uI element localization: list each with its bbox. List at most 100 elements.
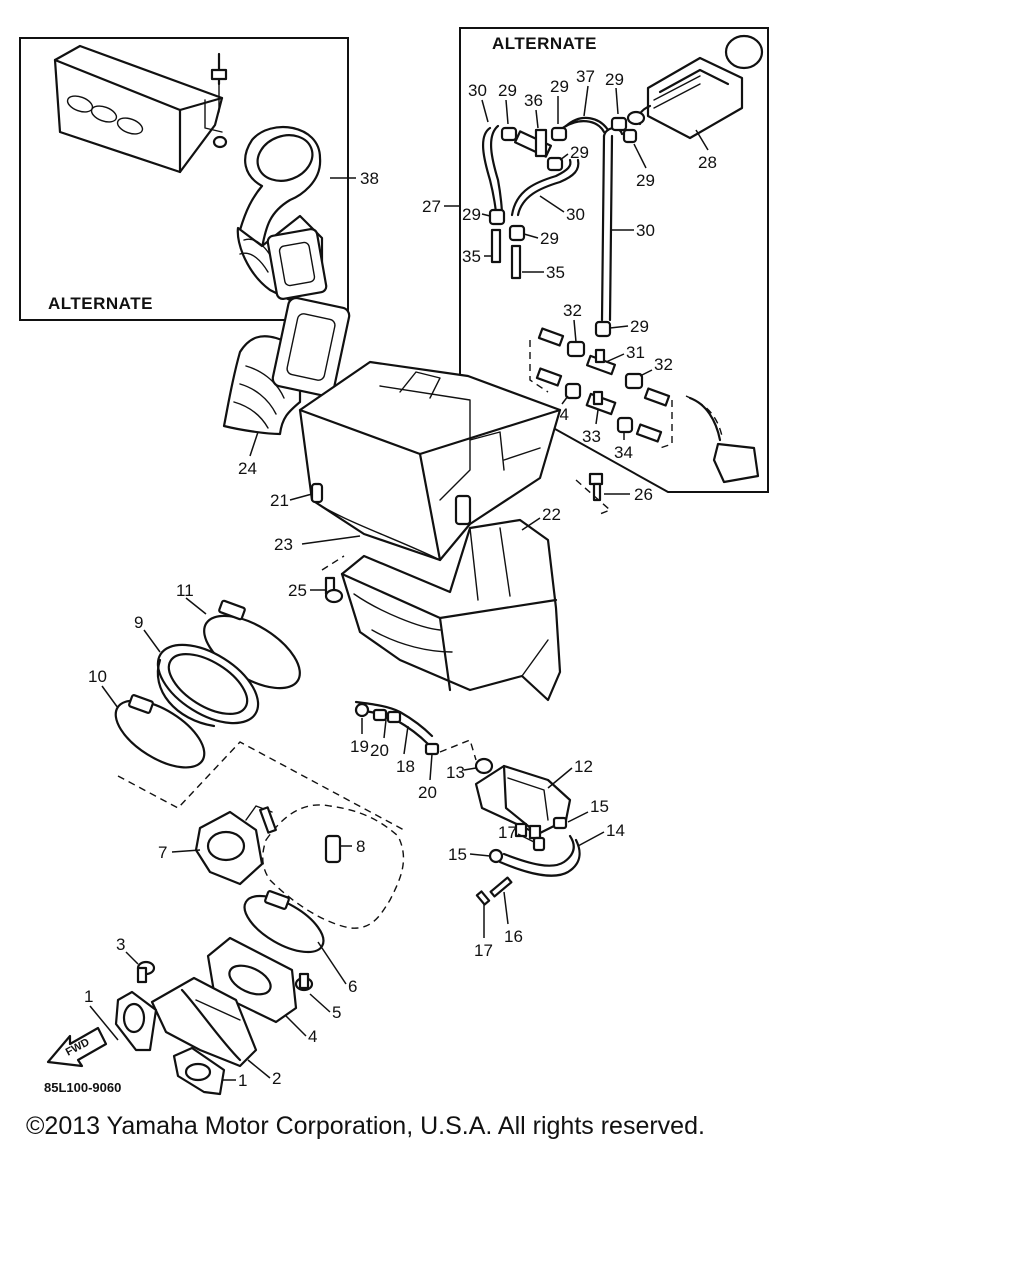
part-label-18: 18 [396,757,415,776]
part-label-24: 24 [238,459,257,478]
intake-joint-group: 11 9 10 [88,581,405,831]
part-label-13: 13 [446,763,465,782]
part-label-30: 30 [468,81,487,100]
breather-hoses [482,116,624,322]
bolt-25-dash [321,555,345,571]
copyright-notice: ©2013 Yamaha Motor Corporation, U.S.A. A… [26,1112,705,1140]
part-label-16: 16 [504,927,523,946]
part-label-19: 19 [350,737,369,756]
part-label-29: 29 [498,81,517,100]
part-label-26: 26 [634,485,653,504]
part-label-6: 6 [348,977,357,996]
part-label-32: 32 [654,355,673,374]
part-label-33: 33 [582,427,601,446]
drawing-code: 85L100-9060 [44,1080,121,1095]
air-box-assembly: 24 21 23 22 25 26 [222,296,653,702]
part-label-25: 25 [288,581,307,600]
right-alternate-box: ALTERNATE [422,27,769,493]
part-label-29: 29 [605,70,624,89]
part-label-29: 29 [570,143,589,162]
fuel-pump-dash [439,739,477,761]
alt-bolt-and-nut [210,52,228,149]
part-label-34: 34 [614,443,633,462]
fitting-16-17 [475,876,513,906]
part-label-28: 28 [698,153,717,172]
part-label-20: 20 [370,741,389,760]
part-label-12: 12 [574,757,593,776]
part-label-31: 31 [626,343,645,362]
intake-duct-24 [222,296,351,436]
alt-intake-elbow-hose [236,126,328,302]
fuel-hoses-14 [488,816,581,877]
intake-manifold-group: FWD 3 6 5 4 1 2 1 [46,890,357,1096]
bolt-26 [588,472,604,502]
part-label-11: 11 [176,581,194,600]
fuel-tee-and-valves [529,327,673,449]
right-alternate-label: ALTERNATE [492,34,597,53]
bolt-3 [136,960,156,984]
fwd-arrow: FWD [46,1026,108,1068]
part-label-38: 38 [360,169,379,188]
alt-air-duct-cover [53,44,224,174]
part-label-29: 29 [630,317,649,336]
joint-dash [117,741,405,831]
manifold-2 [150,976,258,1068]
part-label-1: 1 [238,1071,247,1090]
part-label-30: 30 [566,205,585,224]
tank-outlet-pickup [685,395,760,484]
part-label-2: 2 [272,1069,281,1088]
carburetor-7 [194,805,273,886]
part-label-29: 29 [550,77,569,96]
part-label-35: 35 [462,247,481,266]
left-alternate-label: ALTERNATE [48,294,153,313]
part-label-35: 35 [546,263,565,282]
part-label-4: 4 [308,1027,317,1046]
part-label-1: 1 [84,987,93,1006]
part-label-32: 32 [563,301,582,320]
gasket-1-lower [172,1046,226,1096]
carburetor-joint-9 [156,643,260,728]
part-label-5: 5 [332,1003,341,1022]
part-label-29: 29 [462,205,481,224]
part-label-30: 30 [636,221,655,240]
part-label-29: 29 [636,171,655,190]
part-label-3: 3 [116,935,125,954]
fuel-filter-canister [626,34,764,140]
grommet-21 [310,482,324,504]
part-label-29: 29 [540,229,559,248]
part-label-23: 23 [274,535,293,554]
clamp-6 [243,890,325,954]
left-alternate-box: ALTERNATE 38 [19,37,379,321]
part-label-15: 15 [448,845,467,864]
fuel-hose-18 [354,700,440,756]
air-box-cover-23 [298,360,562,562]
engine-outline [259,804,405,929]
bolt-25 [324,576,344,604]
hose-fittings-35 [490,228,522,280]
part-label-27: 27 [422,197,441,216]
air-box-case-22 [340,518,562,702]
part-label-15: 15 [590,797,609,816]
part-label-36: 36 [524,91,543,110]
fuel-pump-group: 19 20 18 20 13 12 15 17 14 15 16 17 [350,700,625,960]
carburetor-group: 7 8 [158,804,405,929]
part-label-22: 22 [542,505,561,524]
part-label-17: 17 [474,941,493,960]
part-label-21: 21 [270,491,289,510]
right-alternate-frame [459,27,769,493]
part-label-10: 10 [88,667,107,686]
bolt-5 [294,972,314,992]
hose-t-joint [513,128,553,158]
part-label-7: 7 [158,843,167,862]
part-label-14: 14 [606,821,625,840]
part-label-37: 37 [576,67,595,86]
pin-8 [324,834,342,864]
hose-clamps-29 [488,116,638,338]
left-alternate-frame [19,37,349,321]
fuel-pump-12 [474,764,572,840]
nut-13 [474,757,494,775]
bolt-26-dash [575,479,612,515]
gasket-1-upper [114,990,158,1052]
part-label-8: 8 [356,837,365,856]
